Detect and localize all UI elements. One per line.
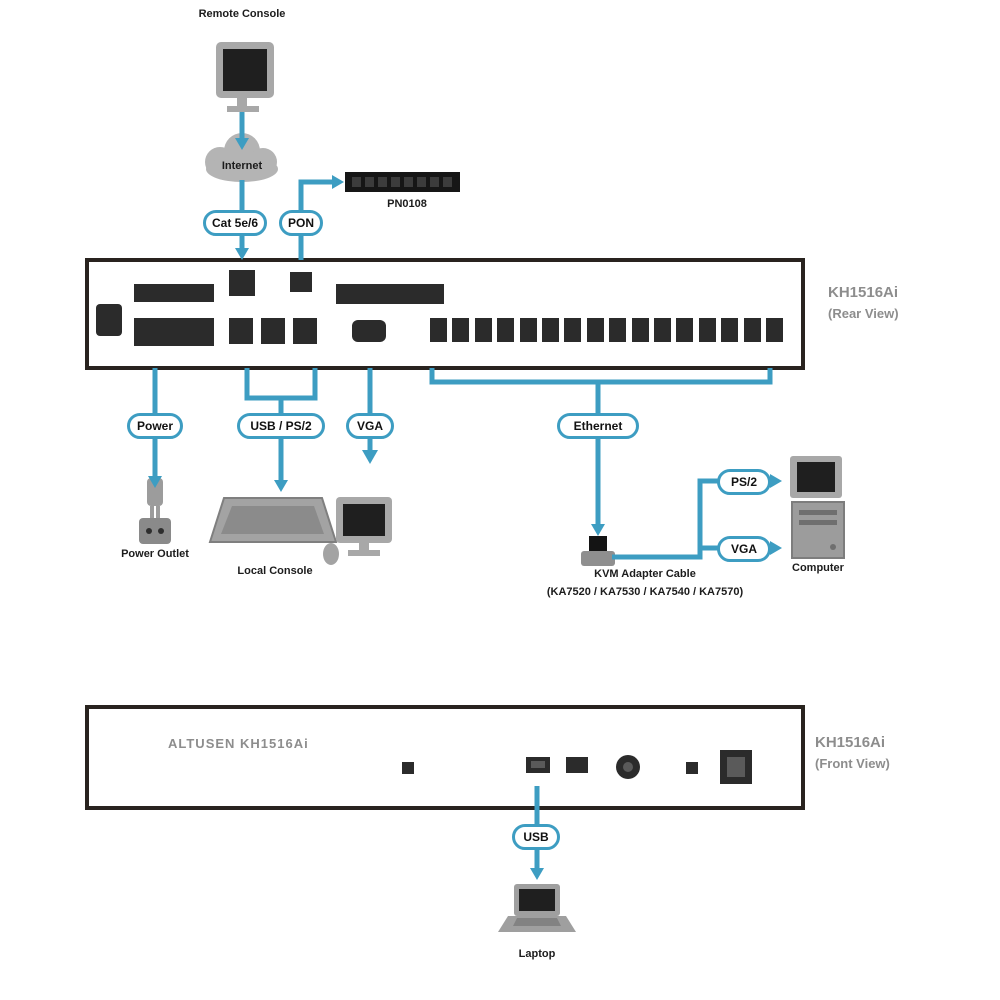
kvm-port bbox=[654, 318, 671, 342]
kvm-port bbox=[520, 318, 537, 342]
internet-cloud-label: Internet bbox=[221, 160, 263, 172]
internet-cloud-icon bbox=[205, 133, 278, 182]
power-inlet-port bbox=[96, 304, 122, 336]
cable-usb-ps2 bbox=[244, 368, 318, 482]
ethernet-cable-tag: Ethernet bbox=[557, 413, 639, 439]
laptop-label: Laptop bbox=[518, 948, 556, 960]
keyboard-icon bbox=[208, 497, 338, 543]
usb-ps2-cable-tag: USB / PS/2 bbox=[237, 413, 325, 439]
ps2-cable-tag: PS/2 bbox=[717, 469, 771, 495]
power-cable-tag: Power bbox=[127, 413, 183, 439]
front-unit-view: (Front View) bbox=[815, 756, 890, 771]
kvm-port bbox=[564, 318, 581, 342]
front-led bbox=[402, 762, 414, 774]
arrow-into-plug bbox=[148, 476, 162, 488]
pon-cable-tag: PON bbox=[279, 210, 323, 236]
front-led-2 bbox=[686, 762, 698, 774]
arrow-into-lan-port bbox=[235, 248, 249, 260]
kvm-port bbox=[587, 318, 604, 342]
kvm-port bbox=[475, 318, 492, 342]
front-panel-ports bbox=[402, 750, 752, 784]
laptop-icon bbox=[498, 884, 576, 932]
kvm-port bbox=[721, 318, 738, 342]
local-monitor-icon bbox=[336, 497, 392, 556]
rear-vent-left bbox=[134, 284, 214, 302]
kvm-port bbox=[452, 318, 469, 342]
vga-remote-cable-tag: VGA bbox=[717, 536, 771, 562]
pon-port bbox=[290, 272, 312, 292]
arrow-into-laptop bbox=[530, 868, 544, 880]
arrow-into-keyboard bbox=[274, 480, 288, 492]
rear-unit-model: KH1516Ai bbox=[828, 284, 899, 301]
kvm-port bbox=[699, 318, 716, 342]
computer-label: Computer bbox=[792, 562, 844, 574]
front-panel-print: ALTUSEN KH1516Ai bbox=[168, 736, 309, 751]
console-vga-port bbox=[352, 320, 386, 342]
kvm-port bbox=[676, 318, 693, 342]
rear-vent-center bbox=[336, 284, 444, 304]
kvm-adapter-label-line1: KVM Adapter Cable bbox=[594, 568, 696, 580]
cat5-cable-tag: Cat 5e/6 bbox=[203, 210, 267, 236]
arrow-ps2-into-computer bbox=[770, 474, 782, 488]
front-port-2 bbox=[566, 757, 588, 773]
rear-panel-ports bbox=[96, 270, 783, 346]
kvm-port bbox=[766, 318, 783, 342]
vga-local-cable-tag: VGA bbox=[346, 413, 394, 439]
kvm-port bbox=[430, 318, 447, 342]
rear-unit-view: (Rear View) bbox=[828, 306, 899, 321]
kvm-port bbox=[497, 318, 514, 342]
power-outlet-label: Power Outlet bbox=[121, 548, 189, 560]
mouse-icon bbox=[323, 543, 339, 565]
front-unit-model: KH1516Ai bbox=[815, 734, 886, 751]
kvm-port bbox=[632, 318, 649, 342]
cable-kvm-bracket bbox=[429, 368, 773, 526]
kvm-adapter-label-line2: (KA7520 / KA7530 / KA7540 / KA7570) bbox=[546, 586, 744, 598]
arrow-into-pn0108 bbox=[332, 175, 344, 189]
lan-port bbox=[229, 270, 255, 296]
arrow-into-local-monitor bbox=[362, 450, 378, 464]
usb-cable-tag: USB bbox=[512, 824, 560, 850]
kvm-port bbox=[744, 318, 761, 342]
remote-computer-icon bbox=[216, 42, 274, 112]
cable-arrowheads bbox=[148, 138, 782, 880]
arrow-vga-into-computer bbox=[770, 541, 782, 555]
pn0108-device-icon bbox=[345, 172, 460, 192]
console-ps2-port bbox=[261, 318, 285, 344]
remote-console-label: Remote Console bbox=[198, 8, 286, 20]
computer-icon bbox=[790, 456, 845, 559]
kvm-port bbox=[609, 318, 626, 342]
console-ps2-port-2 bbox=[293, 318, 317, 344]
rear-unit-box bbox=[85, 258, 805, 370]
local-console-label: Local Console bbox=[237, 565, 313, 577]
rear-console-block bbox=[134, 318, 214, 346]
arrow-into-cloud bbox=[235, 138, 249, 150]
pn0108-label: PN0108 bbox=[387, 198, 427, 210]
kvm-port bbox=[542, 318, 559, 342]
console-usb-port bbox=[229, 318, 253, 344]
arrow-into-adapter bbox=[591, 524, 605, 536]
power-plug-icon bbox=[139, 478, 171, 544]
front-unit-box bbox=[85, 705, 805, 810]
kvm-adapter-icon bbox=[581, 536, 615, 566]
